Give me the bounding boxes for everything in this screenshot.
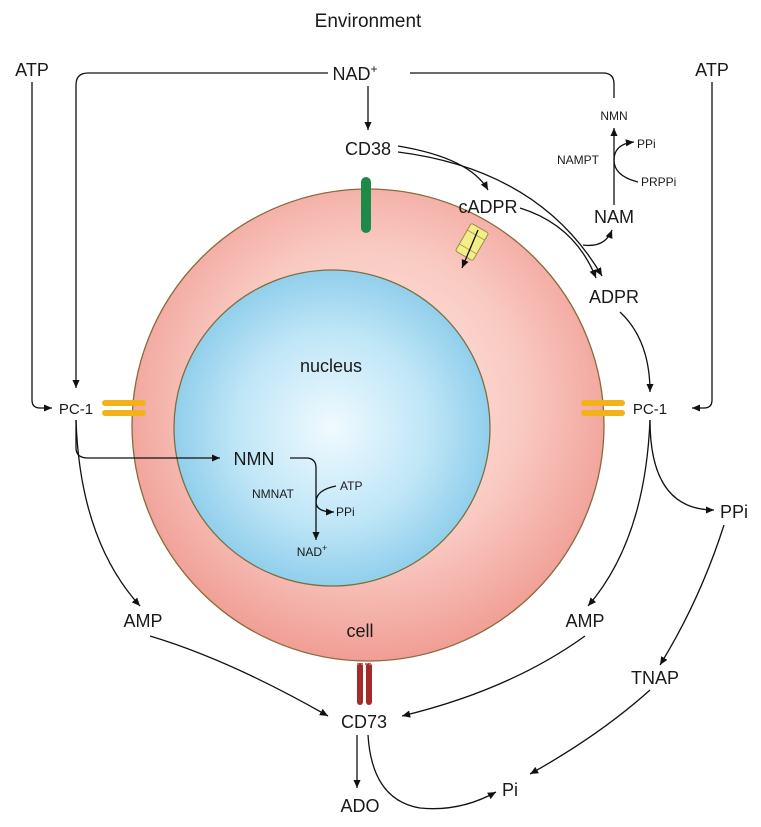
pc1-left-receptor-bottom xyxy=(102,410,146,416)
arrow-atp-to-pc1-left xyxy=(31,82,52,412)
pc1-right-receptor-top xyxy=(581,400,625,406)
arrow-nad-to-nmn-top xyxy=(410,72,615,98)
arrow-cd38-to-cadpr xyxy=(397,145,489,191)
pc1-right-receptor-bottom xyxy=(581,410,625,416)
nad-top-label: NAD+ xyxy=(332,62,377,84)
nmnat-label: NMNAT xyxy=(252,487,294,501)
pc1-right-label: PC-1 xyxy=(633,401,667,418)
cd38-label: CD38 xyxy=(345,139,391,159)
atp-right-label: ATP xyxy=(695,60,729,80)
cell-label: cell xyxy=(346,621,373,641)
arrow-pc1-to-amp-left xyxy=(75,419,141,607)
arrow-tnap-to-pi xyxy=(529,689,651,775)
arrow-pc1-to-ppi xyxy=(649,419,715,514)
arrow-cd38-to-adpr xyxy=(397,151,603,277)
arrow-pc1-to-amp-right xyxy=(587,419,651,607)
cd73-receptor xyxy=(357,663,372,705)
arrow-ppi-to-tnap xyxy=(659,524,725,666)
arrow-atp-to-ppi xyxy=(315,485,337,516)
arrow-cadpr-into-cell xyxy=(461,229,479,269)
cd38-receptor xyxy=(361,177,371,233)
ppi-nucleus-label: PPi xyxy=(336,505,355,519)
amp-right-label: AMP xyxy=(565,611,604,631)
prppi-label: PRPPi xyxy=(641,175,676,189)
nucleus-label: nucleus xyxy=(300,356,362,376)
arrow-nmn-to-nad xyxy=(290,457,320,540)
nam-label: NAM xyxy=(594,207,634,227)
cadpr-channel xyxy=(455,223,489,261)
atp-nucleus-label: ATP xyxy=(340,479,362,493)
diagram-title: Environment xyxy=(315,11,422,32)
ppi-right-label: PPi xyxy=(720,502,748,522)
pc1-left-label: PC-1 xyxy=(59,401,93,418)
cadpr-label: cADPR xyxy=(458,197,517,217)
arrow-atp-to-pc1-right xyxy=(692,82,713,412)
nmn-nucleus-label: NMN xyxy=(234,449,275,469)
amp-left-label: AMP xyxy=(123,611,162,631)
arrow-cd73-to-pi xyxy=(367,734,497,810)
pc1-left-receptor-top xyxy=(102,400,146,406)
pi-label: Pi xyxy=(502,780,518,800)
arrow-to-nam xyxy=(582,229,613,247)
nampt-label: NAMPT xyxy=(557,153,600,167)
atp-left-label: ATP xyxy=(15,60,49,80)
ado-label: ADO xyxy=(340,796,379,816)
tnap-label: TNAP xyxy=(631,668,679,688)
arrow-amp-left-to-cd73 xyxy=(149,635,329,717)
arrow-amp-right-to-cd73 xyxy=(401,635,586,718)
arrow-cadpr-to-adpr xyxy=(519,207,597,279)
ppi-small-label: PPi xyxy=(637,137,656,151)
arrow-nad-to-pc1-left xyxy=(72,72,328,388)
cd73-label: CD73 xyxy=(341,712,387,732)
nad-nucleus-label: NAD+ xyxy=(297,543,328,559)
nmn-top-label: NMN xyxy=(600,109,627,123)
arrow-adpr-to-pc1-right xyxy=(619,311,654,393)
arrow-prppi-to-ppi xyxy=(613,139,639,183)
nucleus xyxy=(173,269,491,587)
adpr-label: ADPR xyxy=(589,287,639,307)
